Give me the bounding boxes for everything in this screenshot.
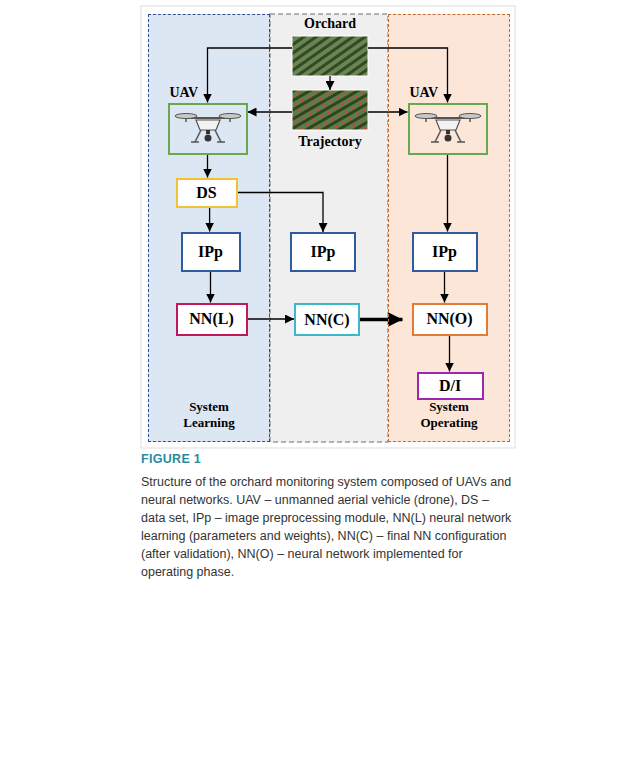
- node-label: Trajectory: [262, 134, 398, 150]
- node-label: NN(L): [189, 310, 233, 328]
- trajectory-image: Trajectory: [292, 90, 368, 130]
- arrow-connector: [447, 155, 448, 232]
- arrow-connector: [368, 48, 448, 103]
- phase-panel: UAV DS IPpNN(L) System Learning: [148, 14, 270, 442]
- uav-box: UAV: [408, 103, 488, 155]
- output-box: D/I: [417, 372, 484, 400]
- arrow-connector: [444, 272, 445, 303]
- network-box: NN(L): [176, 303, 248, 336]
- node-label: IPp: [432, 243, 457, 261]
- node-label: UAV: [170, 85, 199, 101]
- preprocess-box: IPp: [181, 232, 241, 272]
- phase-panel: UAV IPpNN(O) D/I System Operating: [388, 14, 510, 442]
- node-label: IPp: [198, 243, 223, 261]
- orchard-image: Orchard: [292, 36, 368, 76]
- arrow-connector: [210, 272, 211, 303]
- figure-number: FIGURE 1: [141, 452, 201, 466]
- node-label: IPp: [311, 243, 336, 261]
- arrow-connector: [207, 155, 208, 178]
- node-label: Orchard: [262, 16, 398, 32]
- dataset-box: DS: [176, 178, 238, 208]
- uav-box: UAV: [168, 103, 248, 155]
- arrow-connector: [208, 48, 293, 103]
- arrow-connector: [238, 193, 324, 233]
- phase-label: System Learning: [171, 399, 247, 432]
- figure-caption: Structure of the orchard monitoring syst…: [141, 473, 515, 581]
- node-label: DS: [196, 184, 216, 202]
- phase-label: System Operating: [411, 399, 487, 432]
- node-label: NN(C): [304, 311, 349, 329]
- arrow-connector: [209, 208, 210, 232]
- network-box: NN(O): [412, 303, 488, 336]
- arrow-connector: [248, 318, 295, 319]
- arrow-connector: [329, 76, 330, 90]
- network-box: NN(C): [294, 303, 360, 336]
- node-label: NN(O): [426, 310, 472, 328]
- preprocess-box: IPp: [412, 232, 478, 272]
- arrow-connector: [360, 318, 403, 322]
- node-label: UAV: [410, 85, 439, 101]
- preprocess-box: IPp: [290, 232, 356, 272]
- node-label: D/I: [439, 377, 461, 395]
- arrow-connector: [449, 336, 450, 372]
